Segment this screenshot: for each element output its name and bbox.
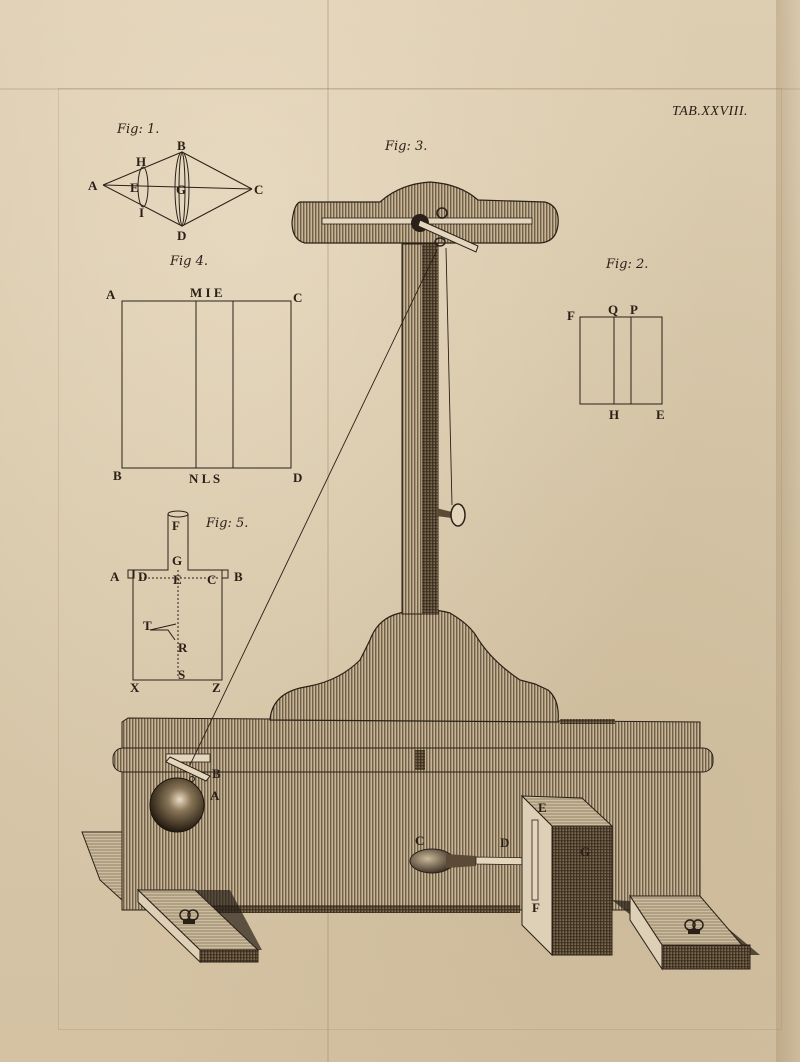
svg-text:C: C — [415, 833, 424, 848]
svg-text:S: S — [178, 667, 185, 682]
svg-text:B: B — [212, 766, 221, 781]
fig4-caption: Fig 4. — [169, 254, 208, 269]
fig3-caption: Fig: 3. — [384, 139, 427, 154]
column-shadow — [422, 244, 438, 614]
svg-text:B: B — [113, 468, 122, 483]
index-arm — [417, 219, 479, 253]
figure-2: Fig: 2. F Q P H E — [567, 257, 665, 422]
foot-right-front — [661, 944, 751, 970]
svg-text:E: E — [130, 180, 139, 195]
svg-text:A: A — [106, 287, 116, 302]
svg-text:M I E: M I E — [190, 285, 223, 300]
svg-text:D: D — [500, 835, 509, 850]
lever-slot — [165, 753, 211, 763]
plate-mark — [58, 88, 782, 1030]
ball-hook — [189, 776, 195, 782]
plate-title: TAB.XXVIII. — [672, 104, 748, 119]
svg-text:G: G — [580, 844, 590, 859]
svg-text:I: I — [139, 205, 144, 220]
svg-text:G: G — [172, 553, 182, 568]
svg-text:E: E — [538, 800, 547, 815]
svg-text:B: B — [177, 138, 186, 153]
string-long — [189, 249, 438, 766]
molding-rail — [112, 747, 714, 773]
svg-text:X: X — [130, 680, 140, 695]
figure-5: Fig: 5. F G A D E C B T R S X Z — [110, 510, 248, 695]
block-slit — [531, 819, 539, 901]
string-short — [445, 247, 453, 506]
ferrule — [446, 854, 476, 868]
svg-text:P: P — [630, 302, 638, 317]
figure-4: Fig 4. A M I E C B N L S D — [106, 254, 302, 486]
svg-text:G: G — [176, 182, 186, 197]
svg-text:D: D — [177, 228, 186, 243]
lever-b — [165, 756, 211, 782]
svg-text:F: F — [532, 900, 540, 915]
svg-text:B: B — [234, 569, 243, 584]
svg-text:N L S: N L S — [189, 471, 220, 486]
svg-text:C: C — [207, 572, 216, 587]
paper-fold-vertical — [327, 0, 329, 1062]
slab-dark-accent — [560, 719, 615, 724]
crosshead — [291, 181, 559, 244]
svg-text:R: R — [178, 640, 188, 655]
fig2-caption: Fig: 2. — [605, 257, 648, 272]
svg-text:D: D — [293, 470, 302, 485]
svg-text:E: E — [173, 572, 182, 587]
figure-3-apparatus: Fig: 3. B A — [81, 139, 760, 971]
top-hook — [436, 207, 448, 219]
foot-left-front — [199, 949, 259, 963]
svg-text:H: H — [136, 154, 146, 169]
rail-joint — [415, 750, 425, 770]
svg-text:C: C — [254, 182, 263, 197]
base-box — [121, 764, 701, 911]
base-shadow — [200, 905, 520, 913]
svg-text:F: F — [567, 308, 575, 323]
column-peg — [436, 508, 452, 518]
foot-screw-left — [179, 909, 199, 924]
base-top-slab — [121, 717, 701, 753]
svg-text:D: D — [138, 569, 147, 584]
svg-text:A: A — [210, 788, 220, 803]
lower-pulley — [434, 237, 446, 247]
floor-plank-left — [81, 831, 123, 902]
block-front-g — [551, 825, 613, 956]
fig1-caption: Fig: 1. — [116, 122, 159, 137]
svg-text:C: C — [293, 290, 302, 305]
paper-fold-horizontal — [0, 88, 800, 90]
foot-left-shadow — [195, 890, 262, 950]
svg-text:A: A — [88, 178, 98, 193]
svg-text:Q: Q — [608, 302, 618, 317]
svg-text:H: H — [609, 407, 619, 422]
page-edge-shadow — [776, 0, 800, 1062]
svg-text:T: T — [143, 618, 152, 633]
svg-text:F: F — [172, 518, 180, 533]
foot-screw-right — [684, 919, 704, 934]
foot-right-side — [629, 894, 663, 971]
peg-wheel — [450, 503, 466, 527]
figure-1: Fig: 1. A B C D E G H I — [88, 122, 263, 243]
ball-weight — [149, 777, 205, 833]
fig5-caption: Fig: 5. — [205, 516, 248, 531]
svg-text:A: A — [110, 569, 120, 584]
svg-text:E: E — [656, 407, 665, 422]
svg-text:Z: Z — [212, 680, 221, 695]
pedestal — [269, 608, 559, 723]
